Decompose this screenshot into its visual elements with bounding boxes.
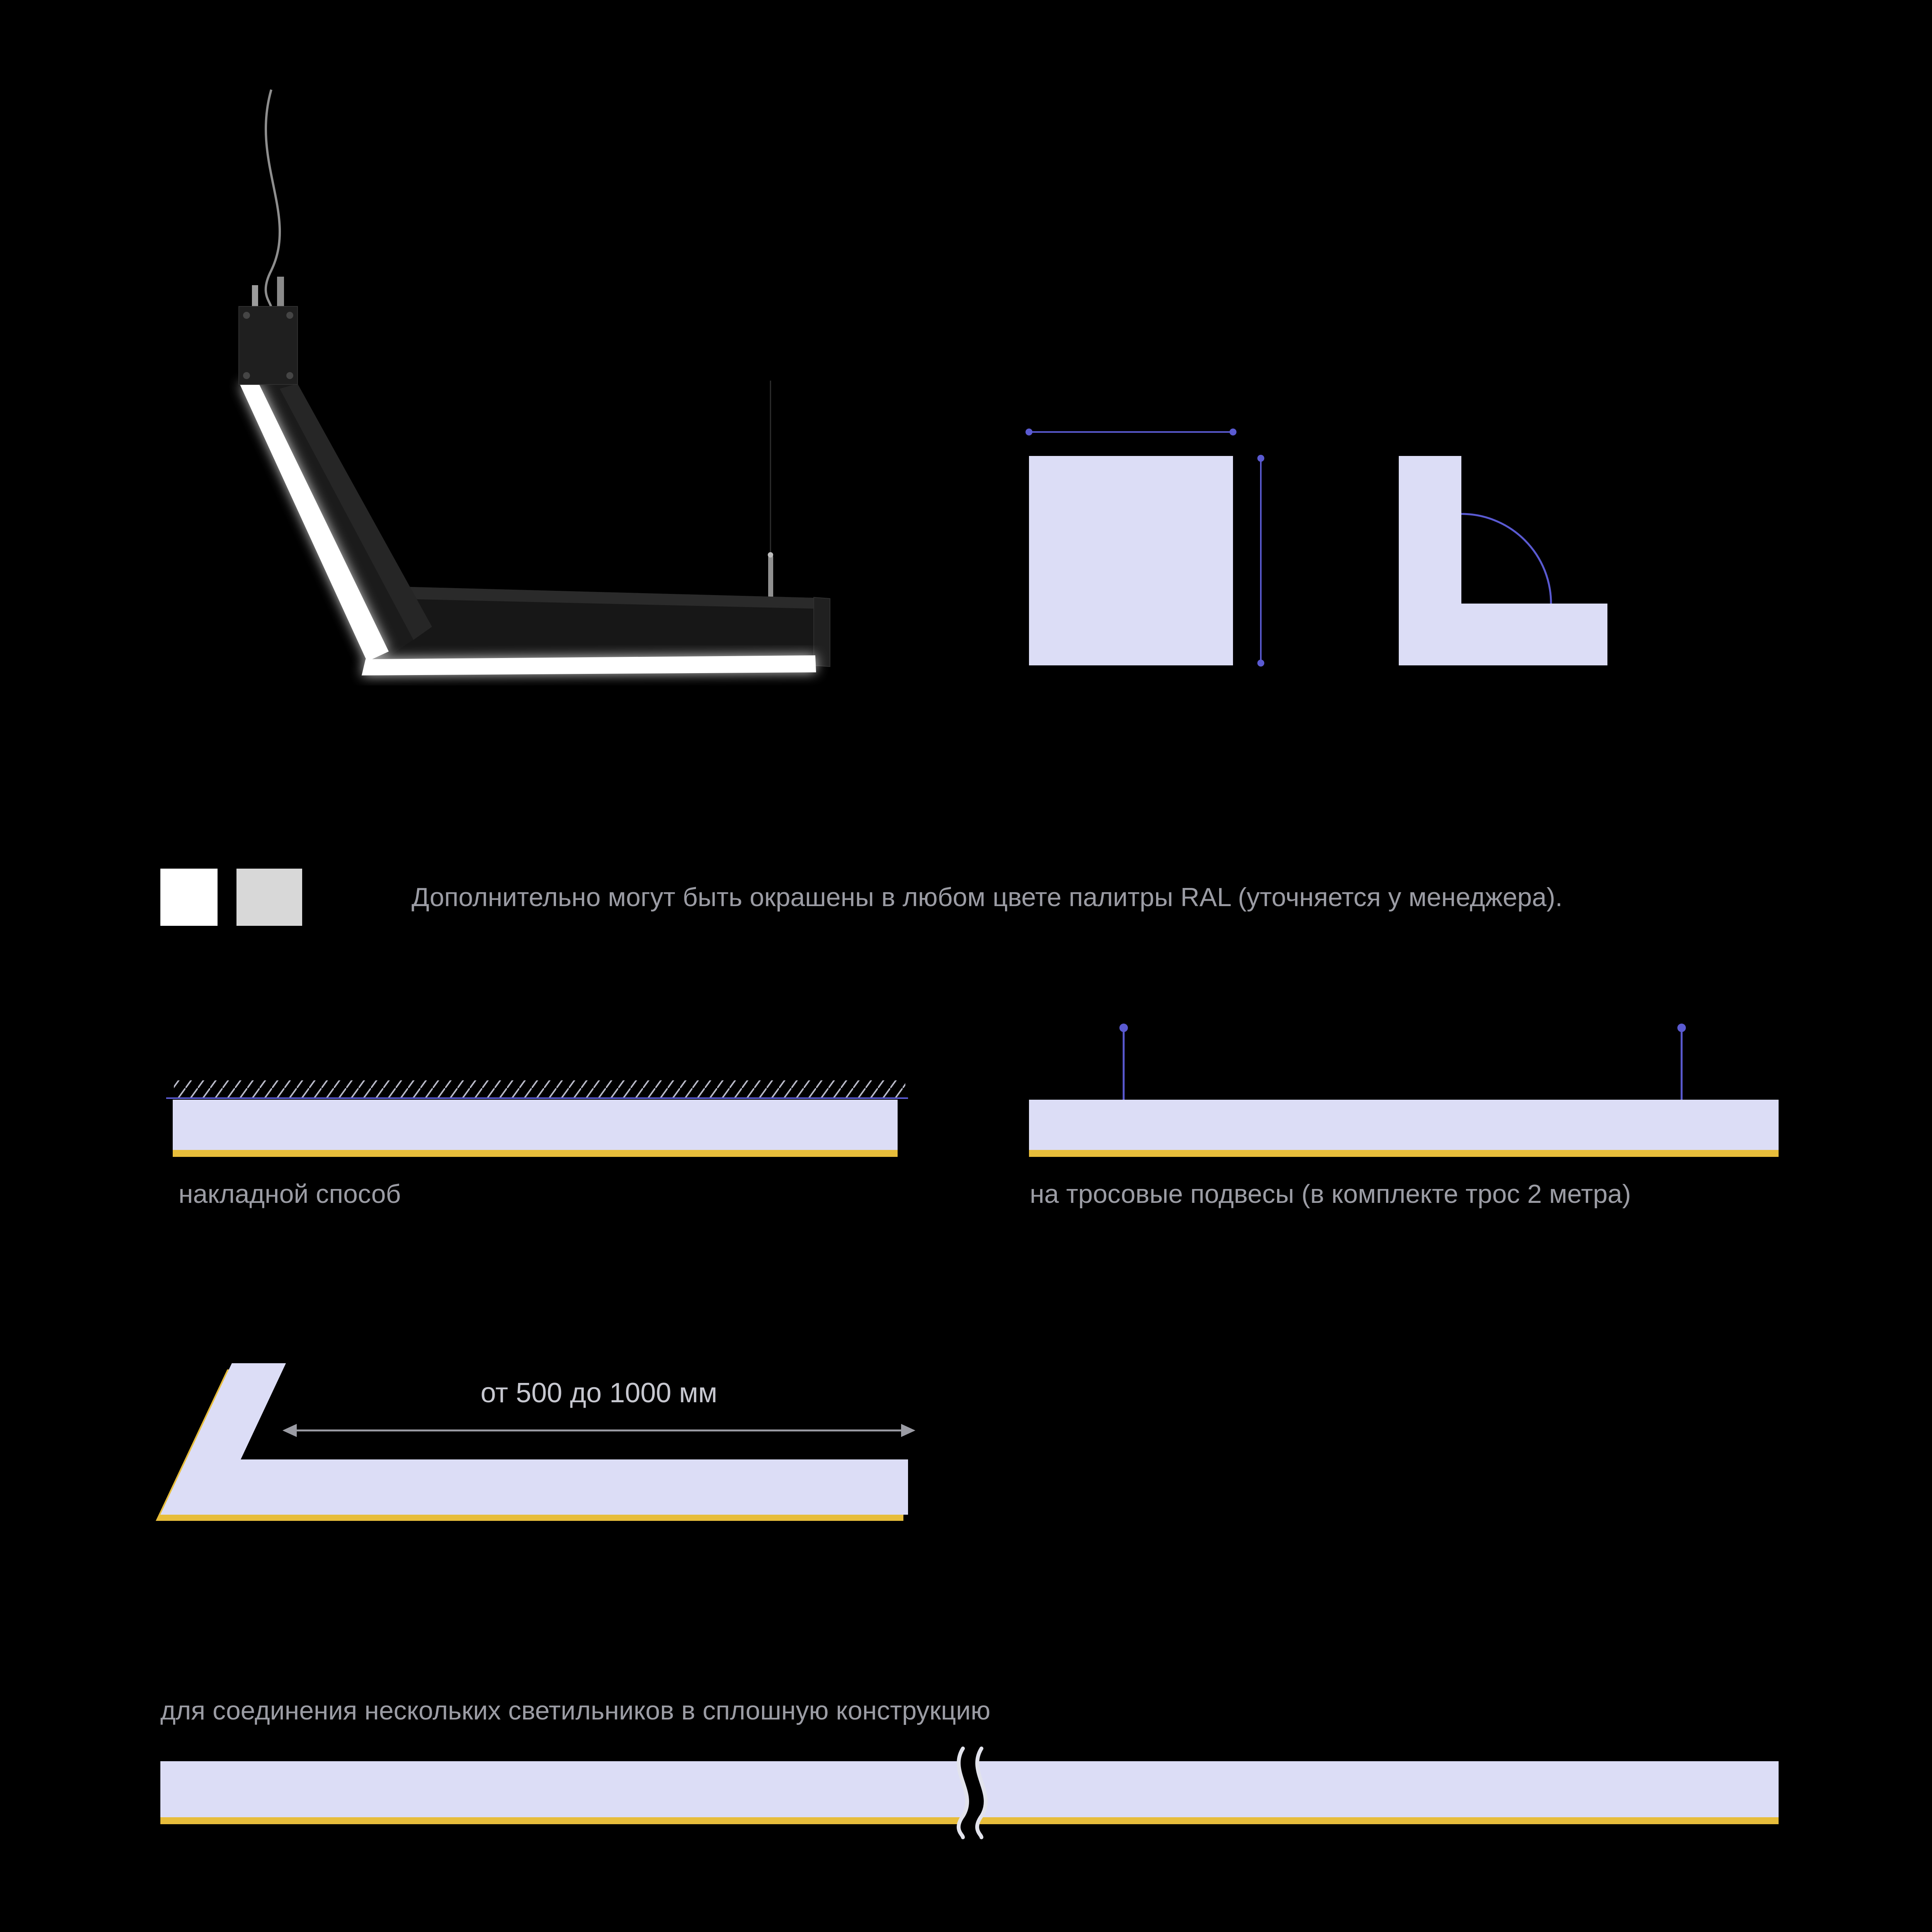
- swatch-gray: [236, 869, 302, 926]
- lamp-horizontal-arm-top: [398, 587, 828, 609]
- led-strip-horizontal: [362, 655, 816, 675]
- square-profile-shape: [1029, 456, 1233, 665]
- led-strip-angled: [240, 384, 389, 662]
- dimension-dot: [1257, 455, 1264, 462]
- screw-dot: [243, 372, 250, 379]
- arrow-head-right: [901, 1424, 915, 1437]
- dimension-dot: [1026, 429, 1032, 435]
- break-squiggle: [975, 1747, 988, 1839]
- suspension-wire: [264, 89, 281, 308]
- l-profile-shape: [1399, 456, 1607, 665]
- cable-anchor-dot: [1677, 1024, 1686, 1032]
- color-swatches: [160, 869, 302, 926]
- connection-diagram: [160, 1747, 1779, 1839]
- dimension-dot: [1230, 429, 1236, 435]
- cable-anchor-dot: [1119, 1024, 1128, 1032]
- lamp-horizontal-arm: [367, 587, 828, 669]
- swatch-white: [160, 869, 218, 926]
- arrow-head-left: [282, 1424, 297, 1437]
- ral-note-text: Дополнительно могут быть окрашены в любо…: [412, 883, 1563, 912]
- square-dimension-diagram: [1026, 429, 1264, 667]
- ceiling-hatch: [174, 1080, 905, 1097]
- surface-mount-diagram: [166, 1080, 908, 1157]
- wire-gripper: [277, 277, 284, 309]
- mounting-block: [238, 306, 298, 385]
- lamp-bar: [173, 1100, 898, 1150]
- cable-mount-diagram: [1029, 1024, 1779, 1157]
- wire-gripper: [252, 285, 258, 309]
- screw-dot: [286, 312, 293, 319]
- angle-arc: [1461, 513, 1552, 604]
- lamp-bottom-edge: [173, 1150, 898, 1157]
- break-squiggle: [956, 1747, 969, 1839]
- screw-dot: [243, 312, 250, 319]
- lamp-bottom-edge: [1029, 1150, 1779, 1157]
- lamp-end-cap: [813, 597, 830, 667]
- dimension-dot: [1257, 660, 1264, 667]
- length-range-label: от 500 до 1000 мм: [480, 1378, 718, 1408]
- pendant-lamp-photo: [238, 89, 830, 675]
- lamp-bar: [1029, 1100, 1779, 1150]
- wire-gripper: [768, 556, 773, 602]
- surface-mount-label: накладной способ: [179, 1179, 401, 1209]
- screw-dot: [286, 372, 293, 379]
- angled-lamp-shape: [160, 1363, 908, 1515]
- corner-profile-diagram: [1399, 456, 1607, 665]
- connection-note-text: для соединения нескольких светильников в…: [160, 1696, 991, 1725]
- length-diagram: [156, 1363, 915, 1521]
- lamp-angled-arm-side: [280, 384, 432, 640]
- wire-gripper-tip: [768, 552, 773, 558]
- cable-mount-label: на тросовые подвесы (в комплекте трос 2 …: [1030, 1179, 1631, 1209]
